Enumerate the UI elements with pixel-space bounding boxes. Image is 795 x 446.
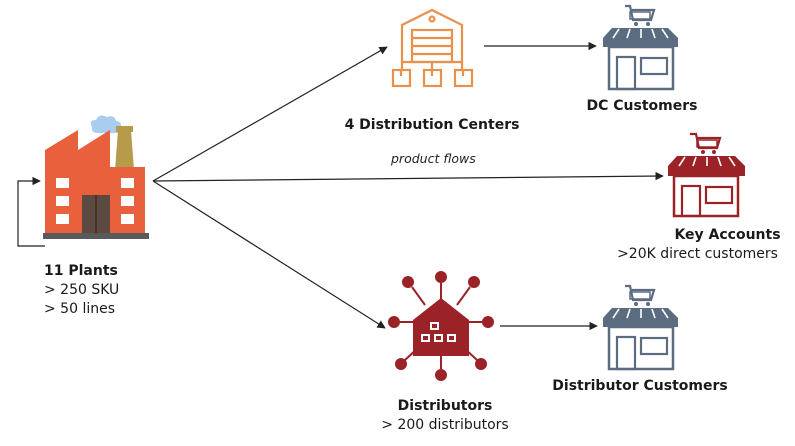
distributors-label: Distributors > 200 distributors [360, 397, 530, 435]
dc-customers-label: DC Customers [567, 97, 717, 116]
warehouse-icon [391, 8, 474, 88]
plants-lines: > 50 lines [44, 301, 116, 317]
store-icon [603, 4, 678, 91]
arrow-plants-to-key-accounts [152, 171, 664, 182]
store-icon [668, 132, 745, 218]
factory-icon [43, 115, 149, 239]
key-accounts-label: Key Accounts >20K direct customers [600, 226, 795, 264]
plants-label: 11 Plants > 250 SKU > 50 lines [44, 262, 119, 319]
flow-arrows [17, 41, 664, 331]
key-accounts-count: >20K direct customers [617, 246, 778, 262]
distributors-title: Distributors [397, 398, 493, 414]
dc-title: 4 Distribution Centers [344, 117, 520, 133]
distributor-customers-title: Distributor Customers [552, 378, 728, 394]
plants-title: 11 Plants [44, 263, 118, 279]
store-icon [603, 284, 678, 371]
key-accounts-title: Key Accounts [674, 227, 781, 243]
dc-customers-title: DC Customers [586, 98, 698, 114]
dc-label: 4 Distribution Centers [327, 116, 537, 135]
distributors-count: > 200 distributors [381, 417, 509, 433]
distributor-hub-icon [388, 271, 494, 381]
plants-sku: > 250 SKU [44, 282, 120, 298]
arrow-plants-to-dc [152, 46, 388, 182]
arrow-plants-to-distributors [152, 180, 386, 329]
arrow-plants-loop [17, 176, 45, 247]
distributor-customers-label: Distributor Customers [540, 377, 740, 396]
edge-label-product-flows: product flows [391, 151, 476, 166]
